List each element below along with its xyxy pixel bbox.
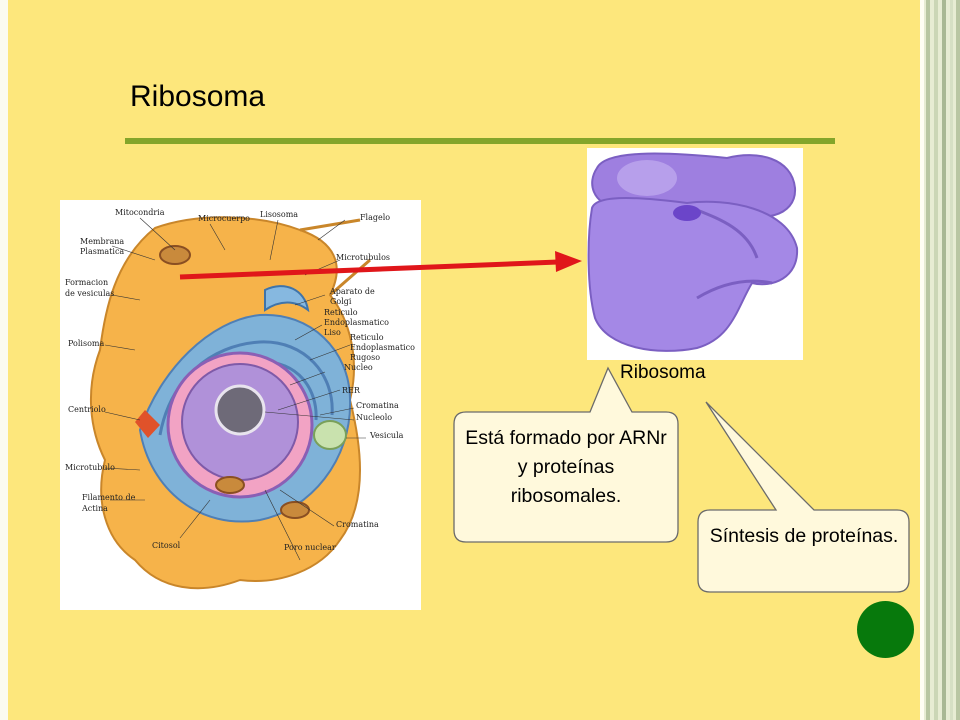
- mitochondrion-3: [280, 501, 310, 519]
- callout-left-bubble: [453, 366, 679, 543]
- label-lisosoma: Lisosoma: [260, 210, 298, 219]
- mitochondrion-1: [159, 245, 191, 265]
- label-golgi: Golgi: [330, 297, 352, 306]
- label-endoplasmatico-2: Endoplasmatico: [350, 343, 415, 352]
- label-flagelo: Flagelo: [360, 213, 390, 222]
- ribosome-illustration: [587, 152, 799, 352]
- label-plasmatica: Plasmatica: [80, 247, 124, 256]
- label-nucleolo: Nucleolo: [356, 413, 392, 422]
- label-microtubulos: Microtubulos: [336, 253, 390, 262]
- label-mitocondria: Mitocondria: [115, 208, 165, 217]
- mitochondrion-2: [215, 476, 245, 494]
- label-formacion: Formacion: [65, 278, 108, 287]
- title-underline: [125, 138, 835, 144]
- label-endoplasmatico-1: Endoplasmatico: [324, 318, 389, 327]
- label-nucleo: Nucleo: [344, 363, 373, 372]
- label-centriolo: Centriolo: [68, 405, 106, 414]
- centriole: [135, 410, 160, 438]
- label-reticulo-1: Reticulo: [324, 308, 358, 317]
- label-rer: RER: [342, 386, 361, 395]
- nucleolus: [214, 384, 266, 436]
- label-citosol: Citosol: [152, 541, 181, 550]
- green-circle-button[interactable]: [857, 601, 914, 658]
- label-reticulo-2: Reticulo: [350, 333, 384, 342]
- label-membrana: Membrana: [80, 237, 124, 246]
- cell-illustration: Mitocondria Microcuerpo Lisosoma Flagelo…: [65, 208, 415, 590]
- ribosome-image: [587, 148, 803, 360]
- slide-title: Ribosoma: [130, 80, 266, 113]
- label-cromatina-2: Cromatina: [336, 520, 379, 529]
- callout-left-text: Está formado por ARNr y proteínas riboso…: [465, 427, 667, 507]
- slide-left-border: [0, 0, 8, 720]
- label-polisoma: Polisoma: [68, 339, 105, 348]
- label-microcuerpo: Microcuerpo: [198, 214, 250, 223]
- label-filamento-de: Filamento de: [82, 493, 136, 502]
- label-de-vesiculas: de vesiculas: [65, 289, 114, 298]
- label-liso: Liso: [324, 328, 341, 337]
- slide-right-border: [920, 0, 960, 720]
- vesicle: [313, 420, 347, 450]
- label-cromatina-1: Cromatina: [356, 401, 399, 410]
- label-aparato-de: Aparato de: [329, 287, 375, 296]
- label-vesicula: Vesicula: [369, 431, 404, 440]
- callout-right-bubble: [697, 401, 910, 593]
- label-microtubulo: Microtubulo: [65, 463, 115, 472]
- label-poro-nuclear: Poro nuclear: [284, 543, 336, 552]
- label-actina: Actina: [81, 504, 108, 513]
- ribosome-caption: Ribosoma: [620, 362, 706, 383]
- label-rugoso: Rugoso: [350, 353, 380, 362]
- callout-right-text: Síntesis de proteínas.: [709, 525, 899, 547]
